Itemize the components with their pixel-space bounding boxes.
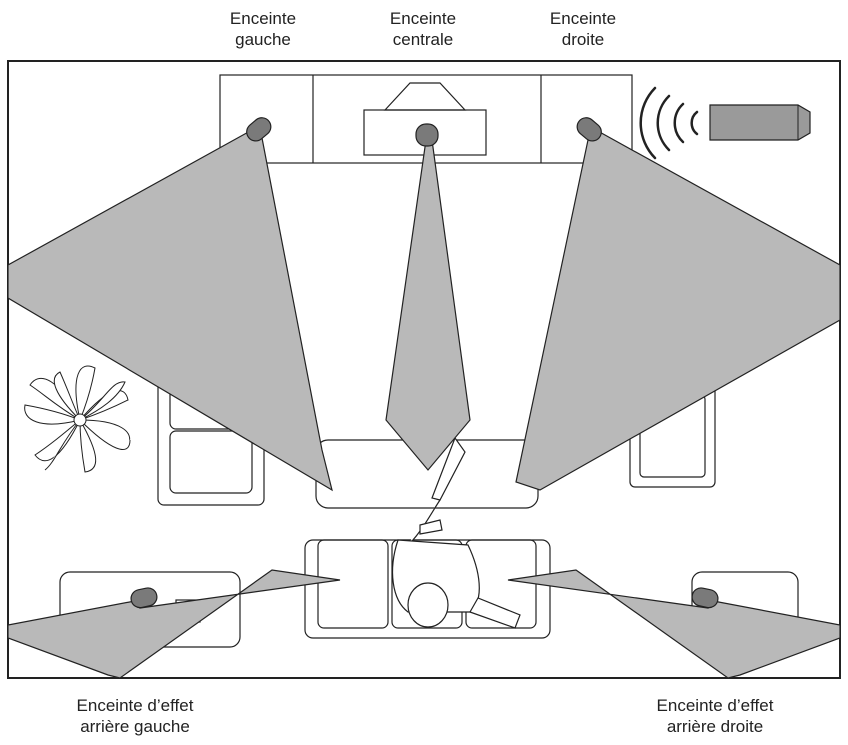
wireless-transmitter	[709, 104, 811, 141]
beam-front-right	[515, 129, 841, 491]
label-rear-right-line2: arrière droite	[666, 717, 764, 736]
sound-beams	[7, 129, 841, 679]
label-center-line1: Enceinte	[389, 9, 457, 28]
label-center: Enceinte centrale	[375, 8, 471, 50]
room-outline	[7, 60, 841, 679]
label-front-right: Enceinte droite	[538, 8, 628, 50]
label-front-left: Enceinte gauche	[218, 8, 308, 50]
speaker-front-right	[576, 117, 602, 142]
label-rear-right-line1: Enceinte d’effet	[656, 696, 774, 715]
speaker-front-left	[246, 117, 272, 142]
beam-center	[385, 139, 471, 471]
speaker-rear-left	[130, 587, 158, 609]
speaker-center	[415, 123, 439, 147]
label-front-right-line2: droite	[561, 30, 605, 49]
label-front-left-line1: Enceinte	[229, 9, 297, 28]
plant-icon	[24, 365, 131, 473]
speaker-rear-right	[691, 587, 719, 609]
label-rear-left: Enceinte d’effet arrière gauche	[50, 695, 220, 737]
label-rear-right: Enceinte d’effet arrière droite	[630, 695, 800, 737]
label-front-right-line1: Enceinte	[549, 9, 617, 28]
beam-rear-left	[7, 569, 341, 679]
label-front-left-line2: gauche	[235, 30, 291, 49]
person-icon	[391, 436, 521, 629]
beam-rear-right	[507, 569, 841, 679]
wireless-waves-icon	[639, 86, 699, 160]
label-rear-left-line2: arrière gauche	[80, 717, 190, 736]
label-center-line2: centrale	[392, 30, 454, 49]
label-rear-left-line1: Enceinte d’effet	[76, 696, 194, 715]
